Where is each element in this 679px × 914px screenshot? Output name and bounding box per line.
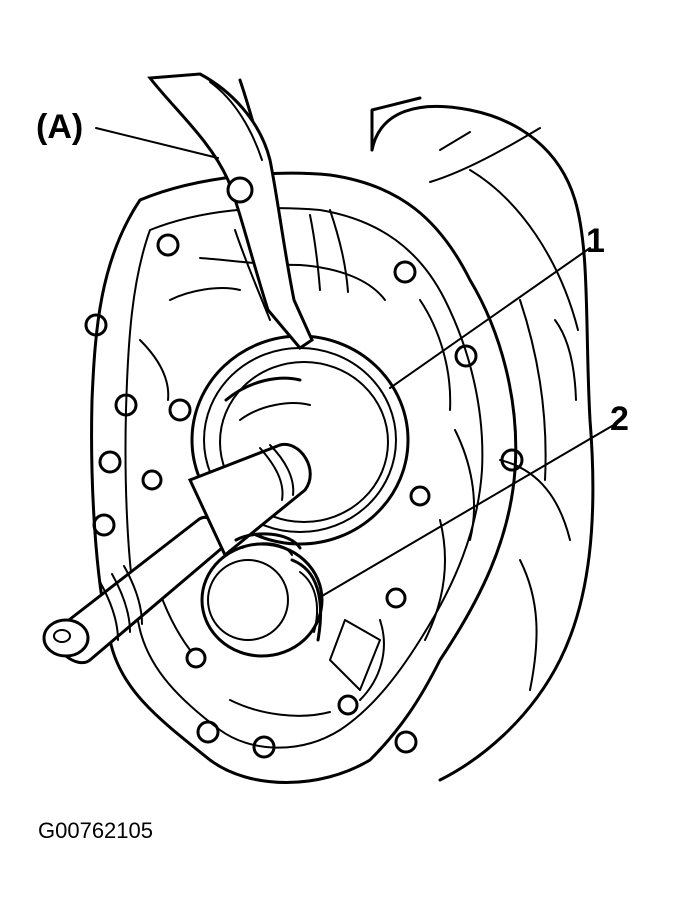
callout-tool-a: (A) [36, 108, 84, 146]
oil-pump-body [84, 171, 524, 784]
callout-part-2: 2 [610, 400, 629, 438]
special-tool [147, 72, 314, 350]
leader-lines [95, 127, 613, 597]
figure-code: G00762105 [38, 818, 153, 843]
callout-part-1: 1 [586, 222, 605, 260]
drive-shaft [42, 443, 312, 665]
pump-gear [200, 532, 324, 658]
